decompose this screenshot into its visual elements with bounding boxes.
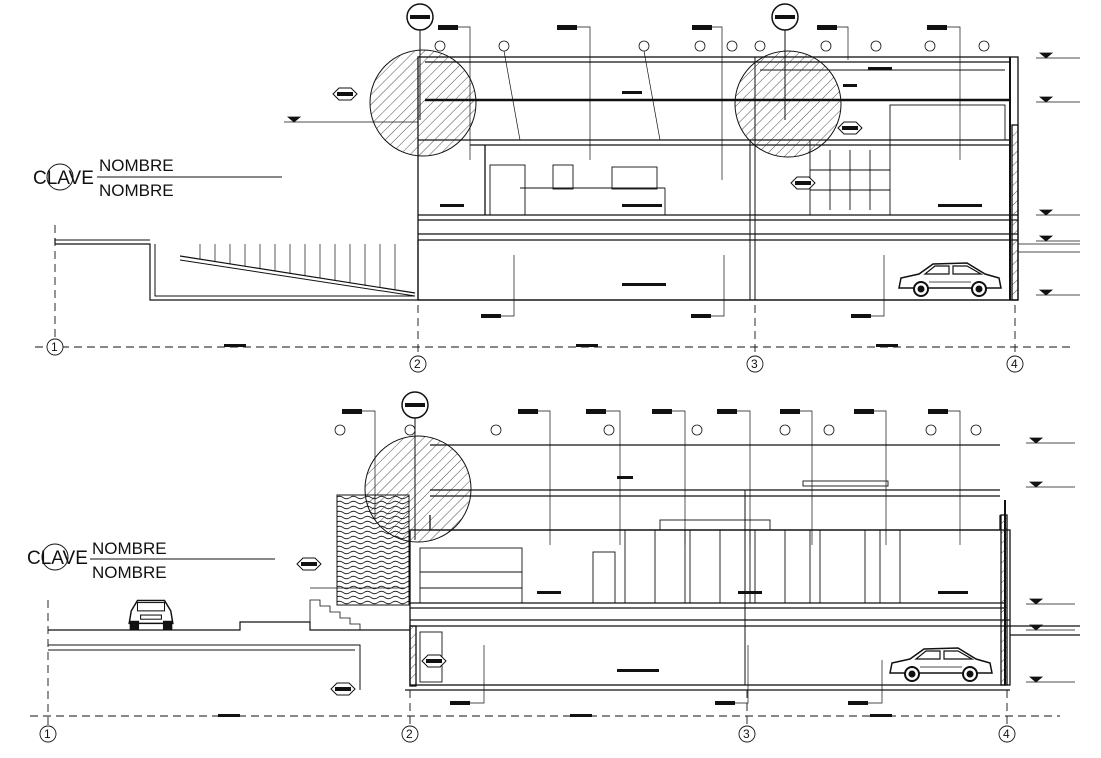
clave-circle (41, 543, 69, 571)
car-icon (888, 646, 994, 683)
callout-labels-lower (342, 409, 961, 705)
nombre-label: NOMBRE (92, 539, 167, 558)
interior-lower (419, 480, 901, 683)
label-bars-upper (224, 67, 982, 347)
section-lower: CLAVE NOMBRE NOMBRE (27, 391, 1080, 743)
car-icon (128, 599, 174, 631)
clave-circle (46, 163, 74, 191)
grid-axis-1: 1 (51, 340, 58, 354)
section-upper: CLAVE NOMBRE NOMBRE (33, 3, 1080, 373)
building-shell (417, 56, 1019, 301)
terrain-left (48, 621, 410, 631)
grid-axis-upper (35, 225, 1070, 373)
level-marker-icon (284, 52, 1080, 296)
clave-label: CLAVE (33, 168, 94, 189)
grid-axis-4: 4 (1011, 357, 1018, 371)
nombre-sublabel: NOMBRE (99, 181, 174, 200)
car-icon (898, 262, 1002, 297)
callout-labels-upper (438, 25, 961, 318)
element-tag-icon (332, 87, 863, 190)
grid-axis-4: 4 (1003, 727, 1010, 741)
title-block: CLAVE NOMBRE NOMBRE (27, 539, 275, 582)
room-tag-icon (434, 40, 990, 52)
section-marker-icon (406, 3, 799, 120)
section-marker-icon (401, 391, 429, 540)
level-marker-icon (1026, 437, 1075, 683)
grid-axis-3: 3 (743, 727, 750, 741)
grid-axis-2: 2 (406, 727, 413, 741)
element-tag-icon (296, 557, 447, 696)
grid-axis-lower (30, 600, 1060, 743)
grid-axis-3: 3 (751, 357, 758, 371)
detail-callout-icon (369, 49, 842, 158)
label-bars-lower (218, 476, 968, 717)
nombre-sublabel: NOMBRE (92, 563, 167, 582)
room-tag-icon (334, 424, 982, 436)
stair-ramp (179, 244, 416, 297)
building-shell (405, 444, 1080, 691)
nombre-label: NOMBRE (99, 156, 174, 175)
grid-axis-2: 2 (414, 357, 421, 371)
exterior-stairs (309, 587, 405, 630)
detail-callout-icon (364, 435, 472, 543)
clave-label: CLAVE (27, 548, 88, 569)
title-block: CLAVE NOMBRE NOMBRE (33, 156, 282, 200)
grid-axis-1: 1 (44, 727, 51, 741)
